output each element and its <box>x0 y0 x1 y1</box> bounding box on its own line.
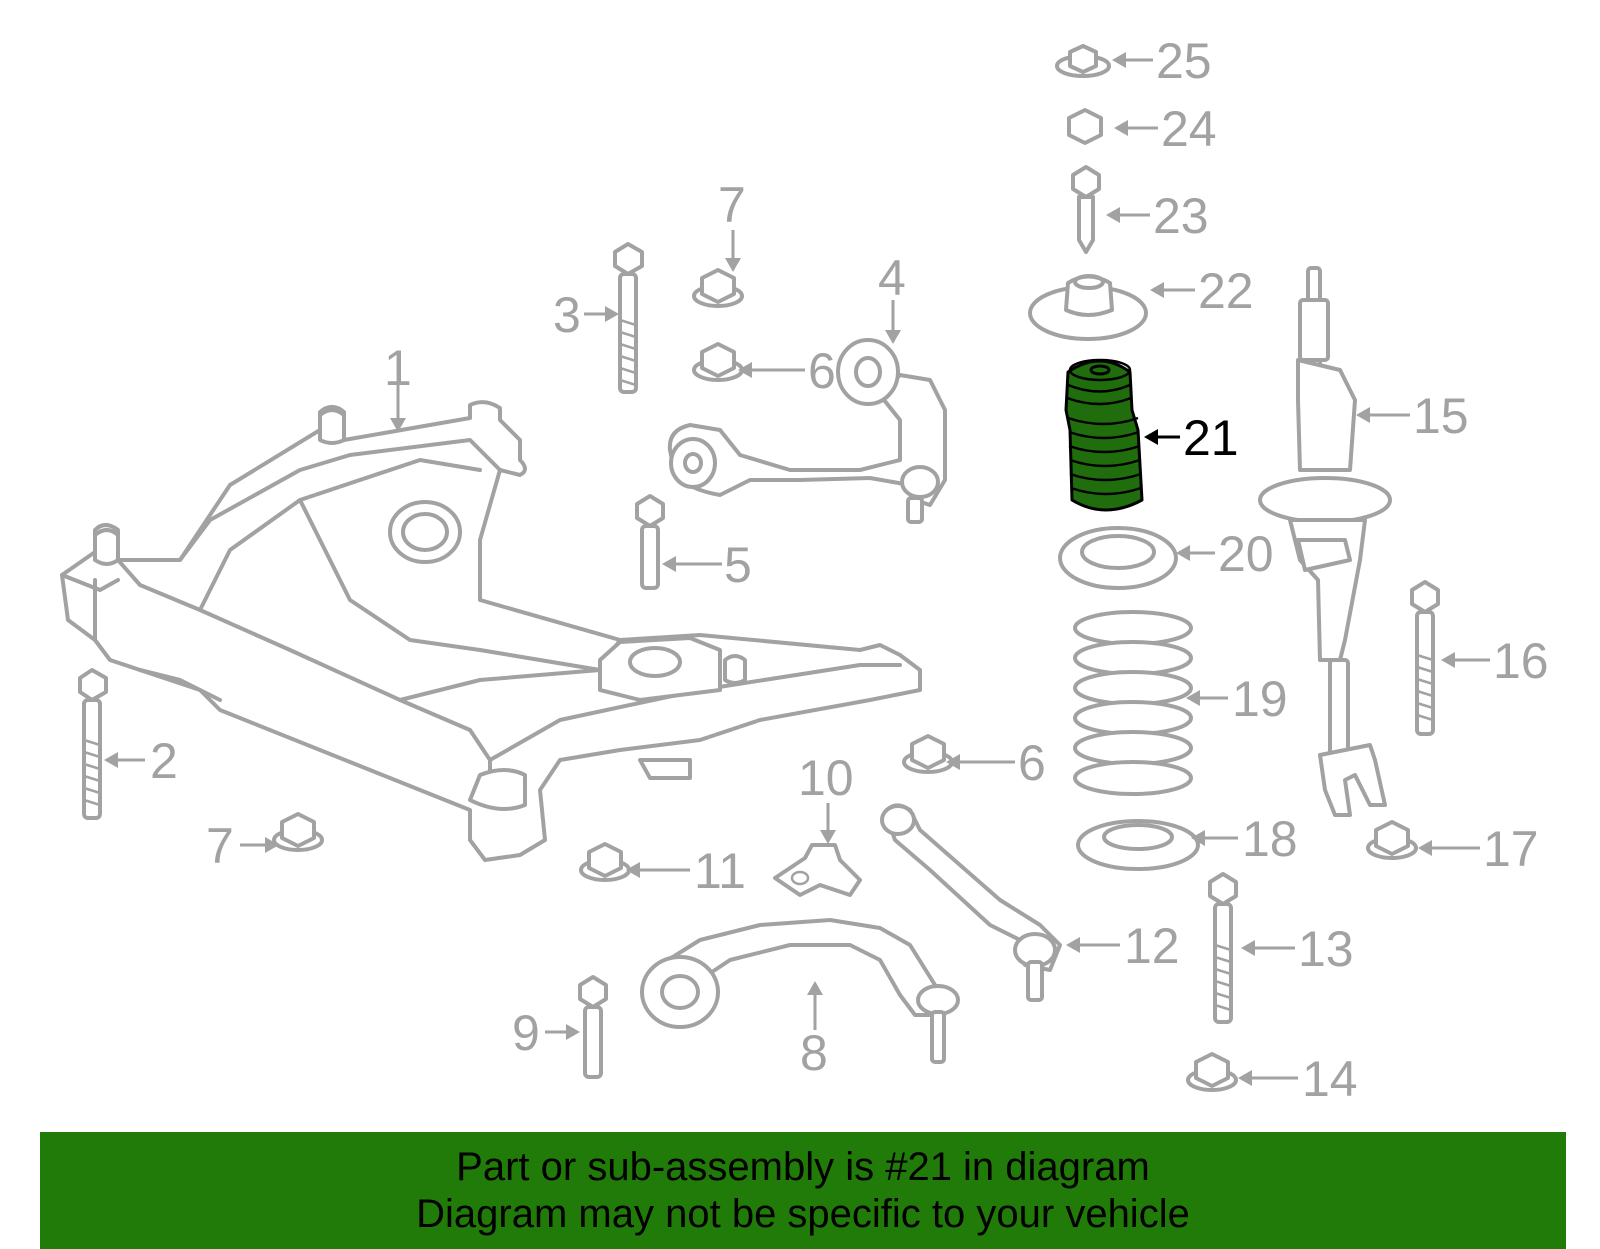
label-25: 25 <box>1156 33 1212 89</box>
label-2: 2 <box>150 733 178 789</box>
part-7-nut-lower[interactable] <box>272 812 324 852</box>
part-4-upper-control-arm[interactable] <box>667 338 947 524</box>
label-6-upper: 6 <box>808 343 836 399</box>
label-3: 3 <box>553 287 581 343</box>
label-12: 12 <box>1124 918 1180 974</box>
part-3-bolt[interactable] <box>613 242 644 394</box>
part-14-nut[interactable] <box>1186 1052 1238 1092</box>
part-1-subframe[interactable] <box>60 400 922 862</box>
part-21-bump-stop-highlighted[interactable] <box>1064 358 1144 512</box>
suspension-exploded-diagram: 1 2 3 4 5 6 6 7 7 8 9 10 11 12 13 14 15 … <box>60 33 1549 1107</box>
part-12-tension-strut[interactable] <box>880 803 1062 1002</box>
part-8-lower-control-arm[interactable] <box>640 918 960 1064</box>
label-7-upper: 7 <box>718 177 746 233</box>
leader-arrows <box>104 52 1490 1086</box>
label-7-lower: 7 <box>206 818 234 874</box>
label-11: 11 <box>694 843 746 899</box>
label-20: 20 <box>1218 526 1274 582</box>
label-18: 18 <box>1242 811 1298 867</box>
label-1: 1 <box>384 340 412 396</box>
label-16: 16 <box>1493 633 1549 689</box>
label-13: 13 <box>1298 921 1354 977</box>
part-16-bolt[interactable] <box>1410 580 1440 736</box>
label-5: 5 <box>724 537 752 593</box>
part-7-nut-upper[interactable] <box>692 268 744 308</box>
part-notice-banner: Part or sub-assembly is #21 in diagram D… <box>40 1132 1566 1249</box>
part-23-bolt[interactable] <box>1071 165 1101 254</box>
part-25-washer-nut[interactable] <box>1055 44 1111 78</box>
part-18-lower-spring-seat[interactable] <box>1076 819 1200 871</box>
banner-line-part-number: Part or sub-assembly is #21 in diagram <box>456 1144 1150 1189</box>
part-22-strut-mount[interactable] <box>1028 274 1148 341</box>
part-24-cap[interactable] <box>1067 108 1103 145</box>
label-23: 23 <box>1153 188 1209 244</box>
label-19: 19 <box>1232 671 1288 727</box>
label-8: 8 <box>800 1025 828 1081</box>
part-20-spring-pad[interactable] <box>1058 526 1178 590</box>
label-24: 24 <box>1161 101 1217 157</box>
part-13-bolt[interactable] <box>1208 872 1238 1024</box>
part-19-coil-spring[interactable] <box>1073 610 1193 796</box>
label-21-highlighted: 21 <box>1183 410 1239 466</box>
part-9-bolt[interactable] <box>578 975 608 1079</box>
part-15-shock-absorber[interactable] <box>1258 266 1392 817</box>
label-14: 14 <box>1302 1051 1358 1107</box>
label-15: 15 <box>1413 388 1469 444</box>
part-number-labels: 1 2 3 4 5 6 6 7 7 8 9 10 11 12 13 14 15 … <box>150 33 1549 1107</box>
label-22: 22 <box>1198 263 1254 319</box>
label-6-lower: 6 <box>1018 735 1046 791</box>
part-11-nut[interactable] <box>579 842 631 882</box>
banner-line-disclaimer: Diagram may not be specific to your vehi… <box>416 1191 1190 1236</box>
label-4: 4 <box>878 250 906 306</box>
part-10-bracket[interactable] <box>773 843 862 897</box>
part-5-bolt[interactable] <box>635 494 665 590</box>
part-2-bolt[interactable] <box>78 668 108 820</box>
part-6-nut-upper[interactable] <box>692 342 744 382</box>
label-17: 17 <box>1483 821 1539 877</box>
label-10: 10 <box>798 750 854 806</box>
label-9: 9 <box>512 1005 540 1061</box>
part-6-nut-lower[interactable] <box>902 734 954 774</box>
part-17-nut[interactable] <box>1366 820 1418 860</box>
